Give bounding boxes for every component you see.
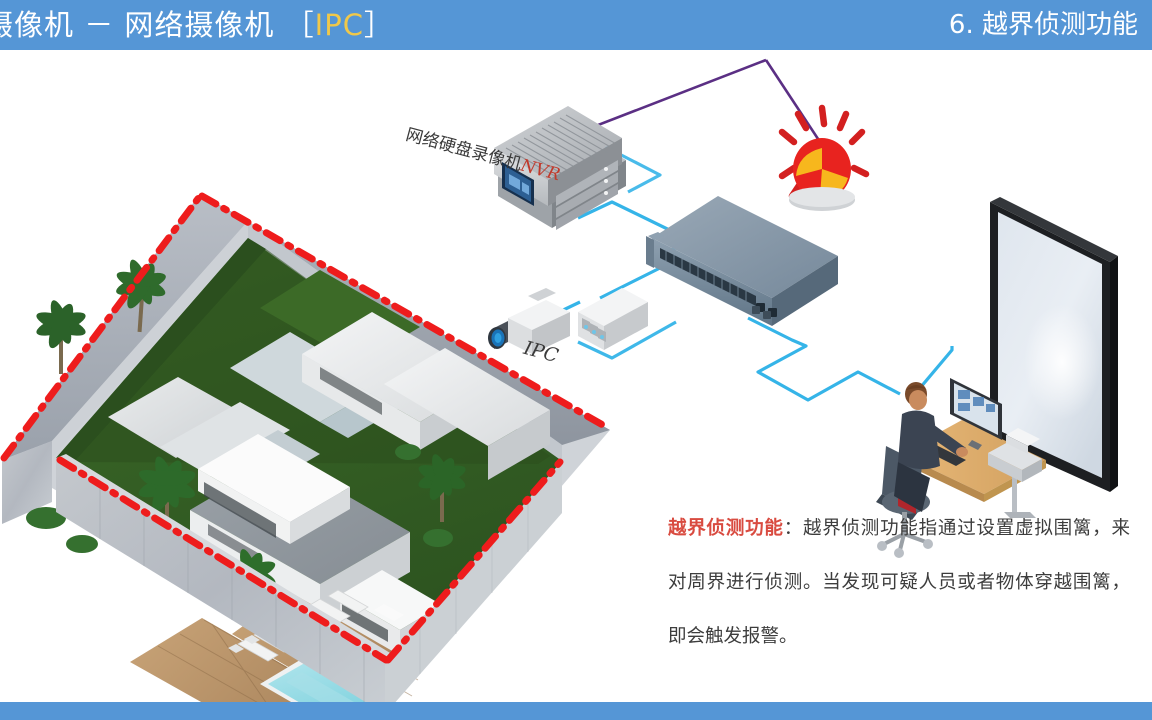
virtual-fence-line (0, 192, 612, 664)
operator-workstation (876, 378, 1046, 558)
page-title-suffix: ］ (363, 8, 394, 42)
description-paragraph: 越界侦测功能：越界侦测功能指通过设置虚拟围篱，来对周界进行侦测。当发现可疑人员或… (668, 502, 1130, 664)
page-title: 摄像机 － 网络摄像机 ［IPC］ (0, 0, 394, 50)
description-keyword: 越界侦测功能 (668, 518, 784, 539)
network-switch-device (646, 196, 838, 326)
description-separator: ： (783, 518, 803, 539)
page-title-tag: IPC (314, 8, 364, 42)
footer-bar (0, 702, 1152, 720)
alarm-cable (579, 58, 826, 149)
villa-perimeter-scene (0, 172, 650, 702)
alarm-siren-icon (778, 104, 870, 211)
poe-junction-box-device (578, 288, 648, 350)
ip-camera-device (488, 288, 570, 354)
section-title: 6. 越界侦测功能 (948, 10, 1138, 40)
wall-display (990, 197, 1118, 492)
operator-person (894, 382, 968, 512)
description-body: 越界侦测功能指通过设置虚拟围篱，来对周界进行侦测。当发现可疑人员或者物体穿越围篱… (668, 518, 1130, 647)
header-bar: 摄像机 － 网络摄像机 ［IPC］ 6. 越界侦测功能 (0, 0, 1152, 50)
nvr-device (494, 106, 626, 230)
page-title-prefix: 摄像机 － 网络摄像机 ［ (0, 8, 315, 42)
network-topology (0, 50, 1152, 710)
